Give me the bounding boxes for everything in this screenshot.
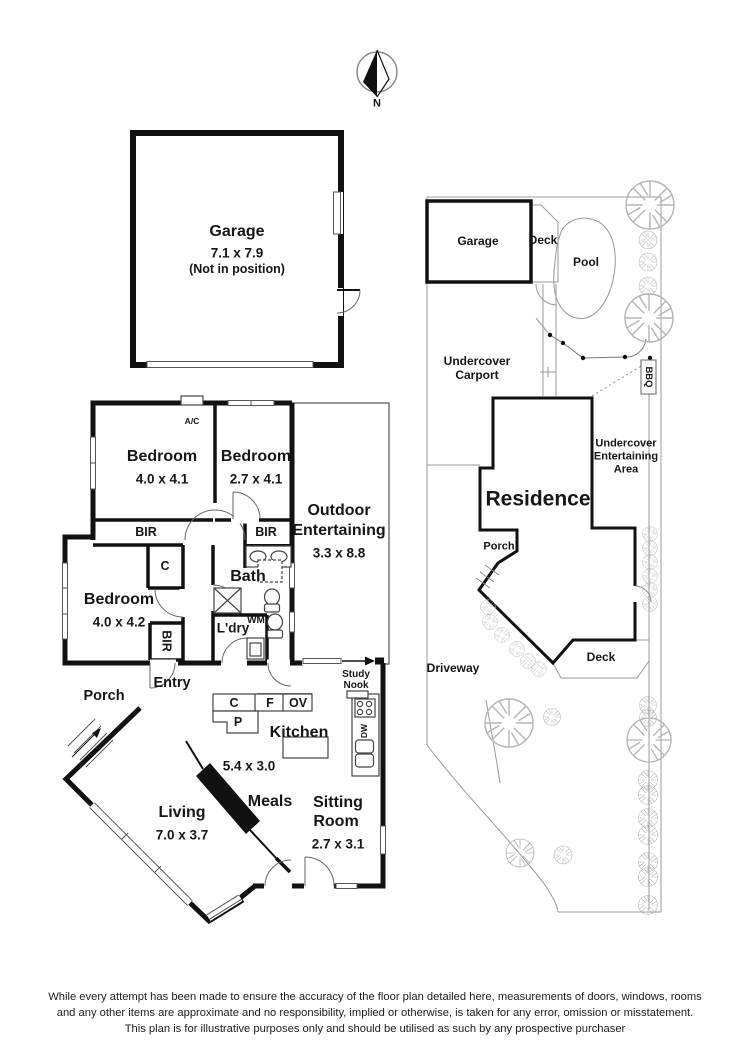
disclaimer-line-2: and any other items are approximate and …: [56, 1007, 694, 1019]
outdoor-label-1: Outdoor: [307, 502, 371, 519]
kitchen-cabinets: [212, 693, 313, 734]
pool-outline: [553, 217, 616, 320]
site-driveway-label: Driveway: [426, 661, 480, 675]
sitting-label-2: Room: [313, 813, 359, 830]
living-dims: 7.0 x 3.7: [155, 827, 209, 843]
site-carport-label-2: Carport: [455, 368, 499, 382]
bedroom3-dims: 4.0 x 4.2: [92, 614, 146, 630]
toilet-2: [266, 613, 284, 639]
entry-label: Entry: [153, 674, 191, 691]
bedroom2-label: Bedroom: [220, 448, 292, 465]
site-pool-label: Pool: [573, 255, 599, 269]
site-porch-label: Porch: [483, 540, 515, 553]
sink: [354, 753, 375, 768]
bedroom3-label: Bedroom: [83, 591, 155, 608]
oven-label: OV: [288, 695, 308, 710]
porch-label: Porch: [83, 687, 125, 704]
site-residence-outline: [477, 396, 637, 666]
porch-steps: [67, 718, 114, 768]
laundry-trough: [246, 637, 265, 660]
bbq-label: BBQ: [642, 366, 654, 388]
site-entertaining-label-2: Entertaining: [593, 450, 659, 463]
garage-plan-note: (Not in position): [189, 261, 285, 276]
site-garage: [425, 199, 533, 284]
study-nook-label-1: Study: [342, 669, 370, 680]
living-label: Living: [158, 804, 206, 821]
bbq-box: [640, 359, 657, 395]
pantry-label: P: [233, 714, 243, 729]
windows: [61, 399, 387, 921]
site-deck-top-label: Deck: [528, 233, 558, 247]
main-floor-plan: [61, 395, 390, 925]
disclaimer-line-1: While every attempt has been made to ens…: [48, 991, 702, 1003]
site-carport-label-1: Undercover: [443, 354, 511, 368]
wm-label: WM: [247, 615, 265, 626]
fridge-label: F: [266, 695, 274, 710]
kitchen-label: Kitchen: [269, 724, 329, 741]
outdoor-label-2: Entertaining: [292, 522, 386, 539]
site-deck-bottom-label: Deck: [586, 650, 616, 664]
site-entertaining-label-3: Area: [613, 463, 639, 476]
deck-top-outline: [531, 204, 559, 283]
outdoor-dims: 3.3 x 8.8: [312, 545, 366, 561]
bir-label-2: BIR: [255, 524, 277, 539]
toilet: [263, 588, 281, 613]
meals-label: Meals: [247, 793, 293, 810]
island-bench: [282, 736, 329, 759]
disclaimer-line-3: This plan is for illustrative purposes o…: [124, 1023, 626, 1035]
study-desk: [346, 690, 369, 699]
cupboard-label-kitchen: C: [229, 695, 239, 710]
garage-plan-dims: 7.1 x 7.9: [210, 245, 264, 261]
kitchen-dims: 5.4 x 3.0: [222, 758, 276, 774]
dashed-fitting: [257, 559, 283, 583]
bir-label-1: BIR: [135, 524, 157, 539]
ac-unit: [180, 395, 204, 406]
cooktop: [354, 698, 376, 718]
site-garage-label: Garage: [457, 234, 499, 248]
compass-n-label: N: [373, 97, 381, 110]
bath-label: Bath: [230, 568, 266, 585]
sink: [354, 739, 375, 754]
fireplace: [196, 763, 260, 834]
sitting-label-1: Sitting: [313, 794, 363, 811]
site-boundary: [426, 196, 662, 913]
site-residence-label: Residence: [485, 487, 591, 511]
north-arrow-icon: [356, 49, 398, 98]
doors: [149, 491, 335, 890]
site-entertaining-label-1: Undercover: [595, 437, 657, 450]
study-nook-label-2: Nook: [343, 680, 369, 691]
bedroom1-dims: 4.0 x 4.1: [135, 471, 189, 487]
sitting-dims: 2.7 x 3.1: [311, 836, 365, 852]
site-plan: [425, 179, 676, 915]
ac-label: A/C: [184, 415, 200, 426]
fence-lines: [547, 332, 653, 397]
bedroom1-label: Bedroom: [126, 448, 198, 465]
cupboard-label-bed3: C: [160, 558, 170, 573]
laundry-label: L'dry: [216, 620, 250, 636]
shower: [213, 587, 242, 614]
site-porch-steps: [475, 564, 500, 589]
dw-label: DW: [358, 723, 369, 739]
bedroom2-dims: 2.7 x 4.1: [229, 471, 283, 487]
garage-plan-label: Garage: [209, 223, 265, 240]
bir-label-3: BIR: [159, 630, 174, 652]
sliding-door-arrow: [302, 656, 384, 666]
kitchen-bench-east: [351, 693, 380, 777]
fixtures: [180, 395, 380, 777]
garage-floor-plan: [130, 130, 361, 370]
